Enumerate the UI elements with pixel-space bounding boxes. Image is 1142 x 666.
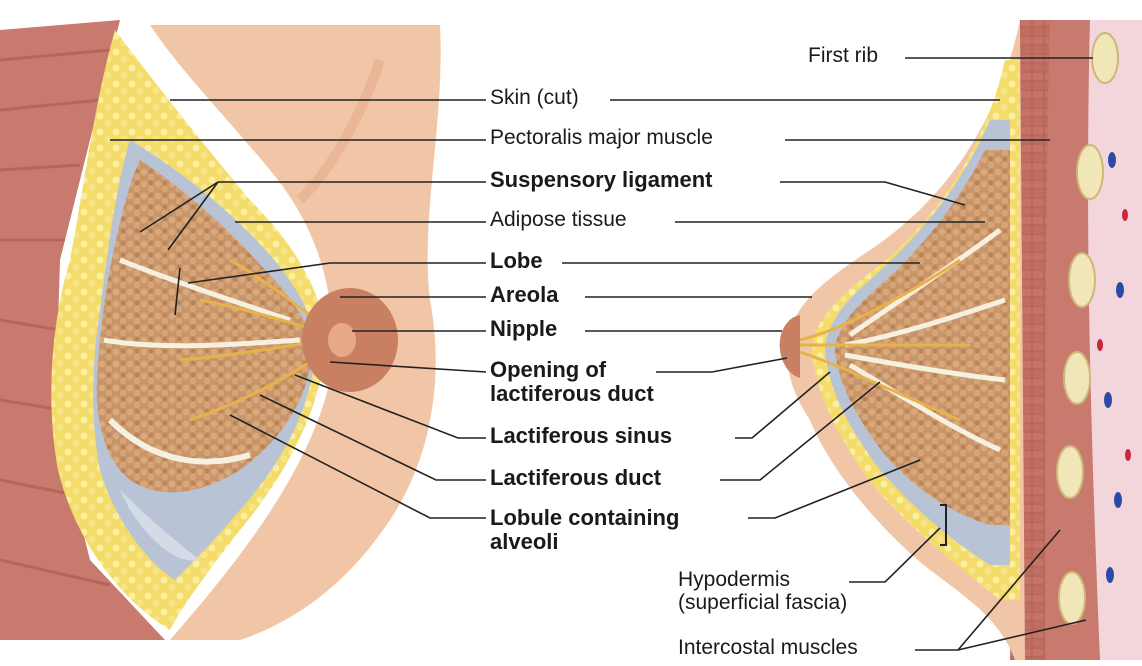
label-opening-lactiferous-duct: Opening of lactiferous duct — [488, 358, 656, 406]
label-intercostal-muscles: Intercostal muscles — [676, 637, 860, 660]
label-skin-cut: Skin (cut) — [488, 87, 581, 110]
nipple-shape — [328, 323, 356, 357]
nipple-profile — [780, 315, 800, 378]
frontal-view — [0, 20, 441, 640]
label-adipose-tissue: Adipose tissue — [488, 209, 629, 232]
label-lactiferous-duct: Lactiferous duct — [488, 466, 663, 490]
label-opening-line1: Opening of — [490, 358, 654, 382]
label-hypodermis-line2: (superficial fascia) — [678, 592, 847, 615]
label-lobule-line2: alveoli — [490, 530, 679, 554]
label-lactiferous-sinus: Lactiferous sinus — [488, 424, 674, 448]
label-hypodermis-line1: Hypodermis — [678, 569, 847, 592]
label-lobule-alveoli: Lobule containing alveoli — [488, 506, 681, 554]
label-areola: Areola — [488, 283, 560, 307]
label-lobe: Lobe — [488, 249, 545, 273]
label-suspensory-ligament: Suspensory ligament — [488, 168, 715, 192]
label-first-rib: First rib — [806, 45, 880, 68]
sagittal-view — [780, 20, 1142, 660]
label-opening-line2: lactiferous duct — [490, 382, 654, 406]
label-pectoralis-major: Pectoralis major muscle — [488, 127, 715, 150]
label-nipple: Nipple — [488, 317, 559, 341]
label-lobule-line1: Lobule containing — [490, 506, 679, 530]
label-hypodermis: Hypodermis (superficial fascia) — [676, 569, 849, 614]
